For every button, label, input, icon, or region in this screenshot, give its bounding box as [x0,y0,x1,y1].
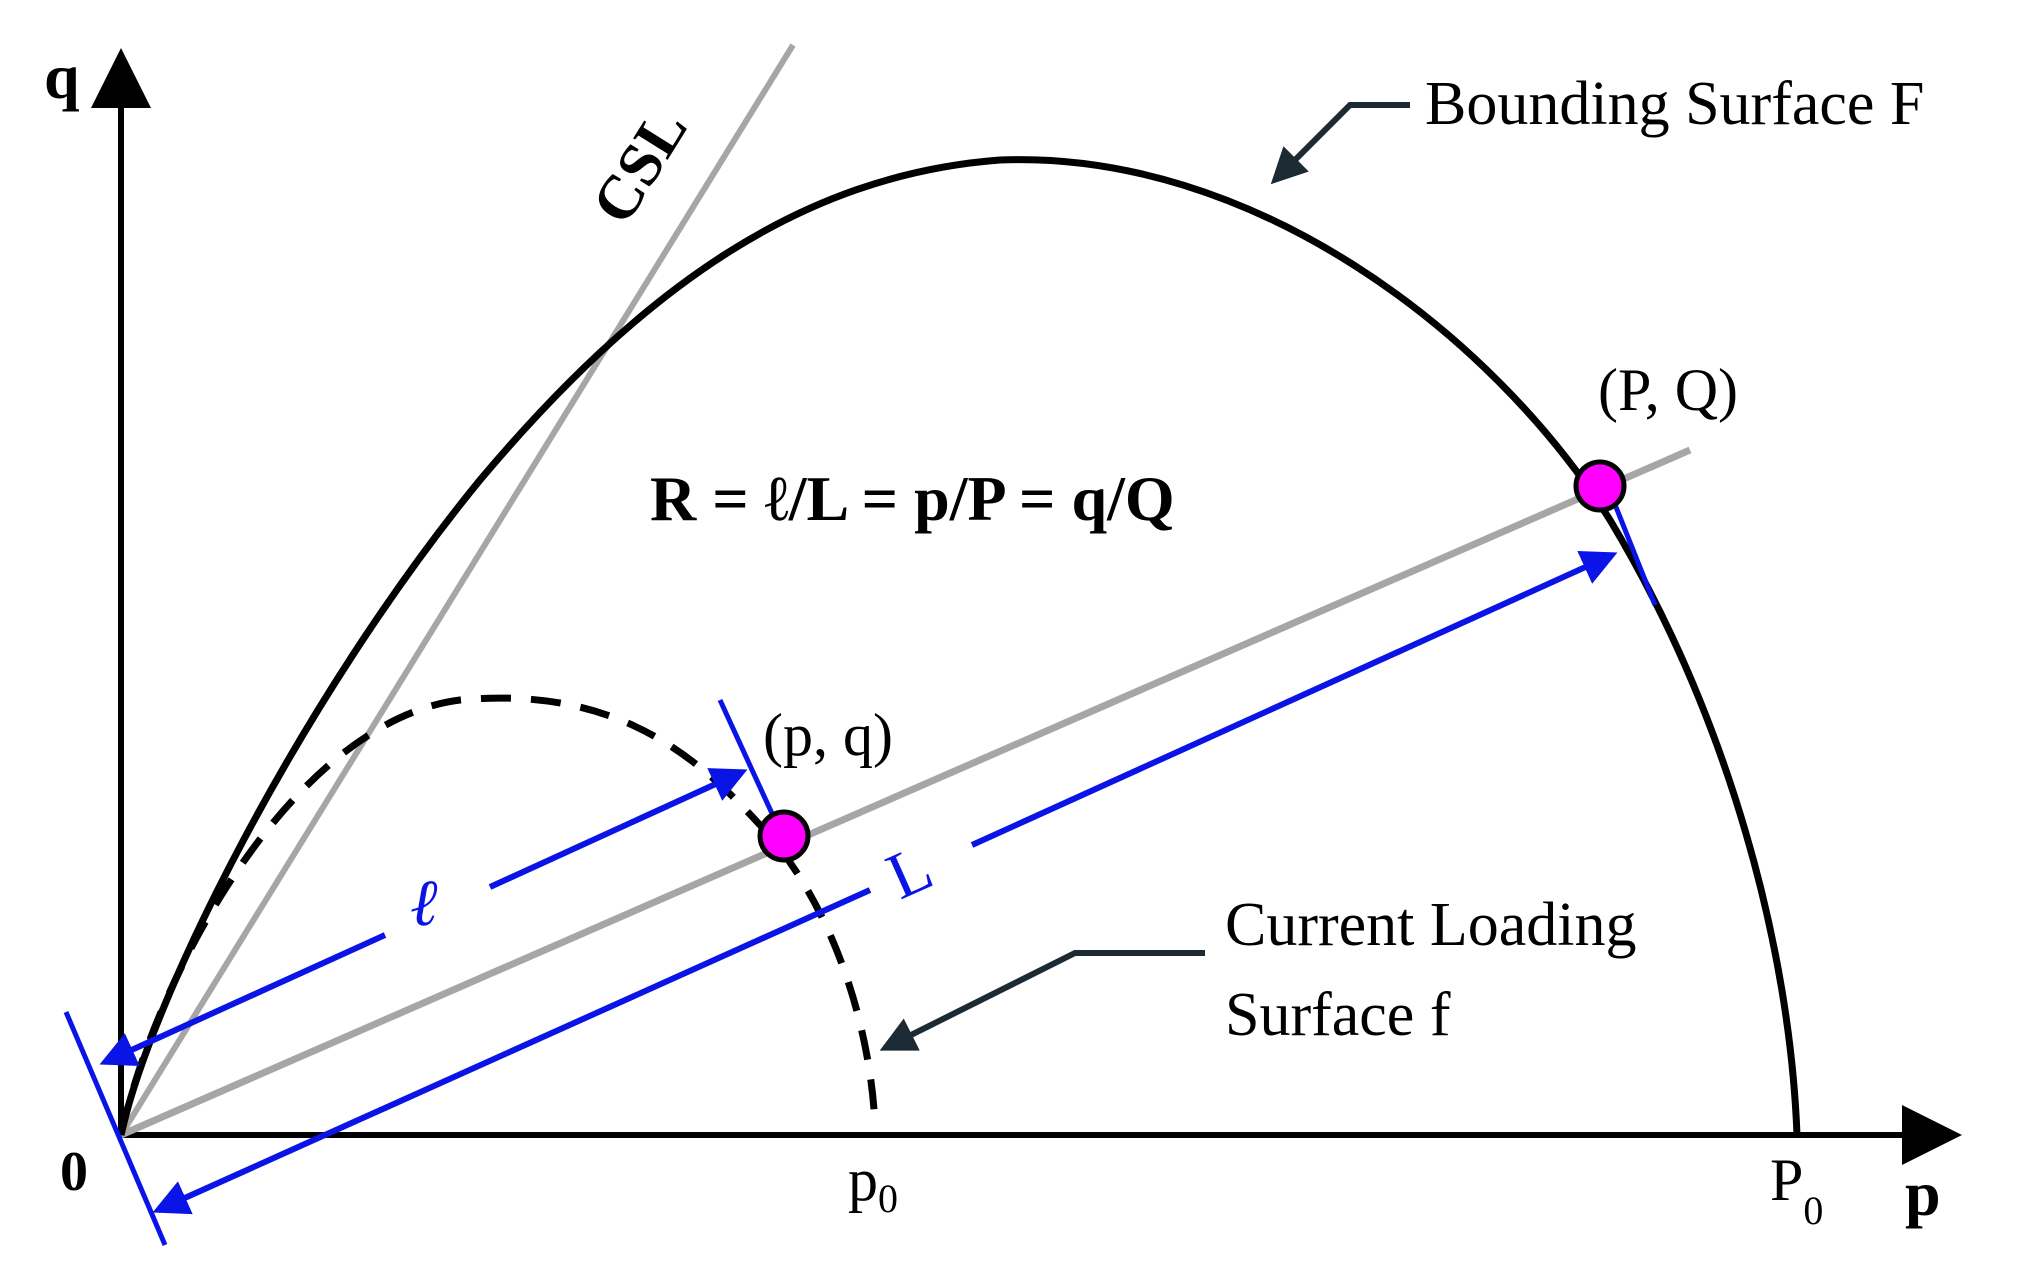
ratio-equation: R = ℓ/L = p/P = q/Q [650,463,1175,534]
loading-surface-leader [879,950,1205,1051]
bounding-surface-curve [117,156,1801,1136]
bounding-intercept-main: P [1770,1147,1803,1213]
origin-label: 0 [60,1141,88,1203]
distance-l-left [99,932,387,1067]
origin-tick [63,1011,168,1246]
stress-point-label: (p, q) [763,702,893,768]
loading-surface-curve [117,694,879,1136]
image-point-label: (P, Q) [1598,357,1738,423]
stress-point-marker [757,809,811,863]
bounding-intercept-sub: 0 [1803,1188,1823,1233]
bounding-surface-leader [1270,102,1410,185]
loading-surface-label-line1: Current Loading [1225,891,1637,959]
csl-label: CSL [579,97,701,235]
loading-intercept-main: p [848,1147,878,1213]
bounding-surface-label: Bounding Surface F [1425,70,1924,138]
image-point-marker [1573,459,1627,513]
distance-L-left [152,887,872,1215]
radial-line [119,446,1692,1139]
p-axis-label: p [1905,1158,1941,1229]
distance-L-label: L [876,831,943,914]
loading-intercept-sub: 0 [878,1176,898,1221]
image-point-tick [1607,491,1658,606]
distance-l-right [488,768,748,890]
distance-l-label: ℓ [410,867,438,940]
bounding-intercept-label: P0 [1770,1147,1823,1233]
loading-surface-label-line2: Surface f [1225,981,1451,1049]
stress-point-tick [717,698,778,822]
csl-line [118,43,796,1137]
loading-intercept-label: p0 [848,1147,898,1221]
q-axis-label: q [44,41,80,112]
distance-L-right [970,550,1618,848]
